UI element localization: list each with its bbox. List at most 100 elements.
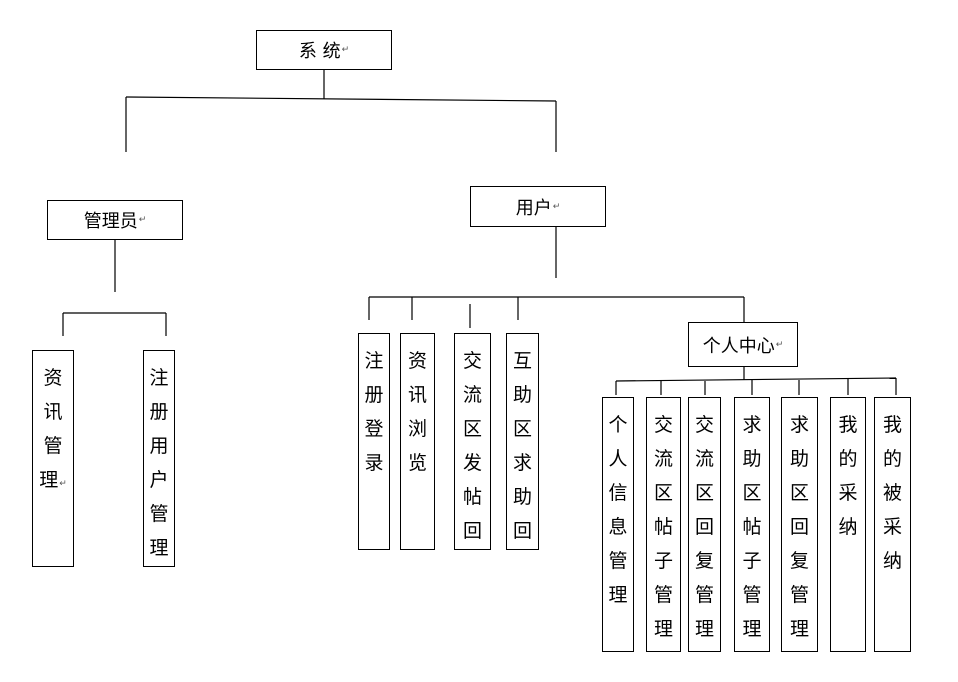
label-char: 息 (608, 516, 628, 538)
leaf-news-browse: 资讯浏览 (400, 333, 435, 550)
label-char: 求 (742, 414, 762, 436)
personal-center-label: 个人中心 (702, 335, 775, 357)
label-char: 子 (742, 550, 762, 572)
leaf-my-been-adopted: 我的被采纳 (874, 397, 911, 652)
personal-center-node: 个人中心↵ (688, 322, 798, 367)
label-char: 区 (653, 482, 673, 504)
return-mark: ↵ (59, 479, 67, 489)
label-char: 助 (512, 486, 532, 508)
leaf-exchange-post-reply: 交流区发帖回 (454, 333, 491, 550)
label-char: 回 (789, 516, 809, 538)
label-char: 区 (462, 418, 482, 440)
label-char: 发 (462, 452, 482, 474)
label-char: 流 (462, 384, 482, 406)
label-char: 区 (512, 418, 532, 440)
label-char: 注 (149, 367, 169, 389)
leaf-my-adopted: 我的采纳 (830, 397, 866, 652)
leaf-help-reply: 互助区求助回 (506, 333, 539, 550)
root-label: 系 统 (298, 41, 341, 62)
label-char: 流 (694, 448, 714, 470)
leaf-news-mgmt: 资讯管理↵ (32, 350, 74, 567)
leaf-help-replies-mgmt: 求助区回复管理 (781, 397, 818, 652)
label-char: 资 (43, 367, 63, 389)
label-char: 回 (462, 520, 482, 542)
label-char: 册 (149, 401, 169, 423)
label-char: 管 (742, 584, 762, 606)
label-char: 管 (149, 503, 169, 525)
leaf-register-login: 注册登录 (358, 333, 390, 550)
label-char: 回 (512, 520, 532, 542)
label-char: 录 (364, 452, 384, 474)
label-char: 的 (838, 448, 858, 470)
label-char: 助 (512, 384, 532, 406)
label-char: 帖 (462, 486, 482, 508)
label-char: 管 (789, 584, 809, 606)
label-char: 复 (694, 550, 714, 572)
label-char: 求 (512, 452, 532, 474)
label-char: 助 (789, 448, 809, 470)
label-char: 纳 (882, 550, 902, 572)
return-mark: ↵ (138, 215, 147, 225)
label-char: 登 (364, 418, 384, 440)
label-char: 户 (149, 469, 169, 491)
label-char: 理 (742, 618, 762, 640)
label-char: 的 (882, 448, 902, 470)
admin-node: 管理员↵ (47, 200, 183, 240)
label-char: 理 (694, 618, 714, 640)
label-char: 用 (149, 435, 169, 457)
user-label: 用户 (515, 197, 552, 219)
label-char: 我 (882, 414, 902, 436)
leaf-exchange-replies-mgmt: 交流区回复管理 (688, 397, 721, 652)
leaf-reg-user-mgmt: 注册用户管理 (143, 350, 175, 567)
label-char: 采 (838, 482, 858, 504)
label-char: 区 (742, 482, 762, 504)
label-char: 互 (512, 350, 532, 372)
label-char: 助 (742, 448, 762, 470)
leaf-help-posts-mgmt: 求助区帖子管理 (734, 397, 770, 652)
label-char: 采 (882, 516, 902, 538)
label-char: 信 (608, 482, 628, 504)
label-char: 理 (653, 618, 673, 640)
label-char: 理 (608, 584, 628, 606)
label-char: 复 (789, 550, 809, 572)
label-char: 求 (789, 414, 809, 436)
label-char: 管 (43, 435, 63, 457)
label-char: 我 (838, 414, 858, 436)
label-char: 资 (407, 350, 427, 372)
label-char: 讯 (43, 401, 63, 423)
label-char: 帖 (742, 516, 762, 538)
label-char: 帖 (653, 516, 673, 538)
label-char: 管 (608, 550, 628, 572)
admin-label: 管理员 (83, 211, 138, 232)
label-char: 子 (653, 550, 673, 572)
label-char: 交 (653, 414, 673, 436)
return-mark: ↵ (552, 201, 561, 212)
label-char: 人 (608, 448, 628, 470)
label-char: 理 (149, 537, 169, 559)
label-char: 被 (882, 482, 902, 504)
label-char: 浏 (407, 418, 427, 440)
label-char: 交 (694, 414, 714, 436)
label-char: 注 (364, 350, 384, 372)
leaf-exchange-posts-mgmt: 交流区帖子管理 (646, 397, 681, 652)
label-char: 理↵ (39, 469, 67, 491)
label-char: 册 (364, 384, 384, 406)
label-char: 管 (653, 584, 673, 606)
label-char: 区 (789, 482, 809, 504)
label-char: 个 (608, 414, 628, 436)
return-mark: ↵ (341, 45, 350, 55)
user-node: 用户↵ (470, 186, 606, 227)
label-char: 流 (653, 448, 673, 470)
label-char: 览 (407, 452, 427, 474)
label-char: 管 (694, 584, 714, 606)
label-char: 回 (694, 516, 714, 538)
label-char: 交 (462, 350, 482, 372)
label-char: 纳 (838, 516, 858, 538)
label-char: 理 (789, 618, 809, 640)
root-node: 系 统↵ (256, 30, 392, 70)
label-char: 区 (694, 482, 714, 504)
label-char: 讯 (407, 384, 427, 406)
leaf-profile-mgmt: 个人信息管理 (602, 397, 634, 652)
return-mark: ↵ (775, 339, 784, 350)
